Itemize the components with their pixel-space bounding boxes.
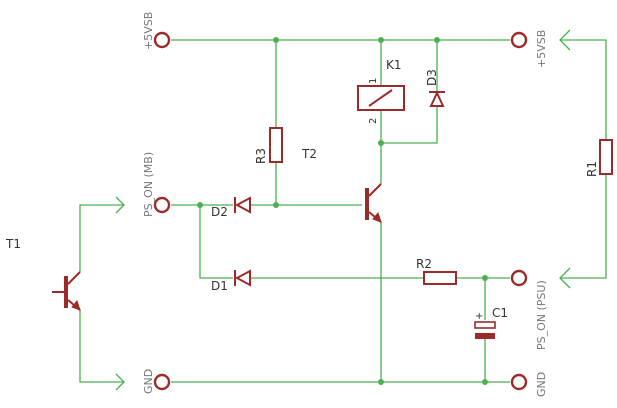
junction-dot [434, 37, 440, 43]
diode-icon [234, 196, 251, 214]
junction-dot [482, 379, 488, 385]
relay-pin1-label: 1 [368, 78, 379, 84]
relay-pin2-label: 2 [368, 118, 379, 124]
diode-icon [429, 90, 445, 107]
resistor-icon [599, 139, 613, 175]
junction-dot [273, 202, 279, 208]
relay-coil-diagonal [368, 89, 393, 107]
wire-r1-top [560, 39, 607, 140]
capacitor-c1: + C1 [474, 306, 508, 339]
capacitor-minus-plate [475, 333, 495, 339]
pad-gnd-right [510, 373, 528, 391]
diode-d3: D3 [425, 69, 445, 107]
pad-vsb-left [153, 31, 171, 49]
junction-dot [197, 202, 203, 208]
pad-gnd-left [153, 373, 171, 391]
resistor-icon [269, 127, 283, 163]
arrow-right-icon [115, 196, 125, 214]
diode-icon [234, 269, 251, 287]
transistor-emitter-arrow-icon [71, 299, 81, 311]
capacitor-c1-label: C1 [492, 306, 508, 320]
transistor-t2-label: T2 [301, 147, 317, 161]
junctions [197, 37, 488, 385]
pad-ps-on-mb [153, 196, 171, 214]
diode-d2: D2 [211, 196, 251, 219]
relay-label: K1 [386, 58, 402, 72]
relay-k1: K1 1 2 [357, 58, 405, 124]
diode-d2-label: D2 [211, 205, 228, 219]
transistor-t1-label: T1 [5, 237, 21, 251]
arrow-left-icon [559, 29, 571, 51]
junction-dot [482, 275, 488, 281]
relay-coil-icon [357, 85, 405, 111]
transistor-t2: T2 [301, 147, 382, 223]
connector-pads [153, 31, 528, 391]
capacitor-plus-sign: + [475, 311, 483, 322]
transistor-collector-leg [67, 271, 81, 285]
resistor-icon [423, 271, 457, 285]
junction-dot [378, 379, 384, 385]
wire-mb-d1 [199, 205, 233, 279]
arrow-left-icon [559, 267, 571, 289]
net-label-ps-on-mb: PS_ON (MB) [142, 152, 155, 217]
resistor-r3: R3 [254, 127, 283, 164]
resistor-r3-label: R3 [254, 148, 268, 164]
wire-r1-bottom [560, 174, 607, 279]
pad-ps-on-psu [510, 269, 528, 287]
net-label-vsb-left: +5VSB [142, 12, 155, 50]
wire-t1-emitter [79, 310, 124, 383]
diode-d1-label: D1 [211, 279, 228, 293]
transistor-collector-leg [368, 183, 382, 197]
junction-dot [378, 37, 384, 43]
capacitor-plus-plate [474, 321, 496, 329]
net-label-gnd-left: GND [142, 369, 155, 394]
resistor-r2-label: R2 [416, 257, 432, 271]
resistor-r2: R2 [416, 257, 457, 285]
net-label-vsb-right: +5VSB [535, 30, 548, 68]
transistor-t1: T1 [5, 237, 81, 311]
wires [79, 39, 607, 383]
wire-t1-collector [79, 204, 124, 272]
net-label-ps-on-psu: PS_ON (PSU) [535, 280, 548, 350]
wire-d3-bottom [381, 106, 438, 144]
junction-dot [273, 37, 279, 43]
diode-d1: D1 [211, 269, 251, 293]
arrows [115, 29, 571, 391]
resistor-r1: R1 [585, 139, 613, 177]
pad-vsb-right [510, 31, 528, 49]
net-label-gnd-right: GND [535, 372, 548, 397]
resistor-r1-label: R1 [585, 161, 599, 177]
junction-dot [378, 140, 384, 146]
net-labels: +5VSB PS_ON (MB) GND +5VSB PS_ON (PSU) G… [142, 12, 548, 397]
arrow-right-icon [115, 373, 125, 391]
diode-d3-label: D3 [425, 69, 439, 86]
transistor-emitter-arrow-icon [372, 211, 382, 223]
